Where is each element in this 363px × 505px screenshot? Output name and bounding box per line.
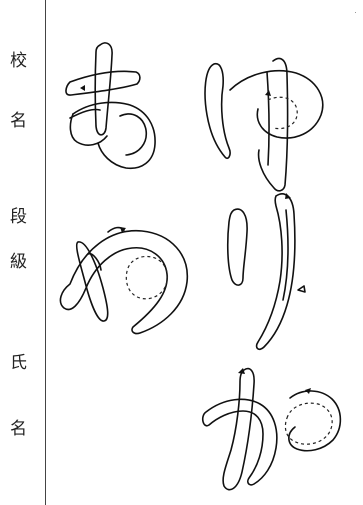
corner-mark	[355, 12, 356, 13]
label-person-2: 名	[10, 419, 27, 439]
label-column: 校 名 段 級 氏 名	[0, 0, 46, 505]
calligraphy-char-ka	[201, 367, 342, 491]
calligraphy-char-a	[65, 42, 156, 170]
label-grade-2: 級	[10, 252, 27, 272]
label-school-1: 校	[10, 51, 27, 71]
label-grade-1: 段	[10, 207, 27, 227]
label-school-2: 名	[10, 111, 27, 131]
label-person-1: 氏	[10, 353, 27, 373]
calligraphy-char-me	[59, 226, 189, 335]
calligraphy-char-ri	[226, 193, 306, 350]
calligraphy-char-yu	[204, 57, 324, 192]
